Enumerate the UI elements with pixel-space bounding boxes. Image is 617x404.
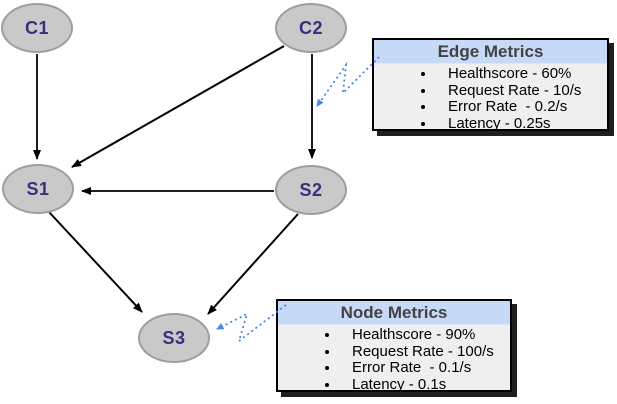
- node-c1-label: C1: [24, 17, 49, 38]
- edge-metrics-box: Edge Metrics Healthscore - 60% Request R…: [372, 38, 609, 131]
- node-c2: C2: [275, 3, 347, 53]
- edge-metrics-pointer-arrow: [316, 56, 380, 107]
- node-c1: C1: [1, 3, 73, 53]
- edge-metrics-title: Edge Metrics: [437, 41, 544, 61]
- edge-metrics-list: Healthscore - 60% Request Rate - 10/s Er…: [374, 65, 607, 133]
- edge-metric-healthscore: Healthscore - 60%: [436, 65, 607, 83]
- edge-metric-error-rate: Error Rate - 0.2/s: [436, 98, 607, 116]
- node-s3: S3: [138, 313, 210, 363]
- node-metric-healthscore: Healthscore - 90%: [340, 326, 510, 344]
- node-metric-request-rate: Request Rate - 100/s: [340, 343, 510, 361]
- edge-metric-request-rate: Request Rate - 10/s: [436, 82, 607, 100]
- node-metrics-box: Node Metrics Healthscore - 90% Request R…: [276, 299, 512, 392]
- node-s1: S1: [2, 164, 74, 214]
- node-metric-error-rate: Error Rate - 0.1/s: [340, 359, 510, 377]
- edge-metrics-header: Edge Metrics: [374, 40, 607, 64]
- node-s2: S2: [275, 165, 347, 215]
- node-s1-label: S1: [26, 178, 50, 199]
- node-metrics-title: Node Metrics: [340, 302, 448, 322]
- node-s2-label: S2: [299, 179, 323, 200]
- node-s3-label: S3: [162, 327, 186, 348]
- edge-metric-latency: Latency - 0.25s: [436, 115, 607, 133]
- node-metrics-list: Healthscore - 90% Request Rate - 100/s E…: [278, 326, 510, 394]
- node-metric-latency: Latency - 0.1s: [340, 376, 510, 394]
- edge-s1-s3: [48, 211, 143, 313]
- edge-c2-s1: [71, 45, 285, 168]
- node-metrics-header: Node Metrics: [278, 301, 510, 325]
- node-c2-label: C2: [298, 17, 323, 38]
